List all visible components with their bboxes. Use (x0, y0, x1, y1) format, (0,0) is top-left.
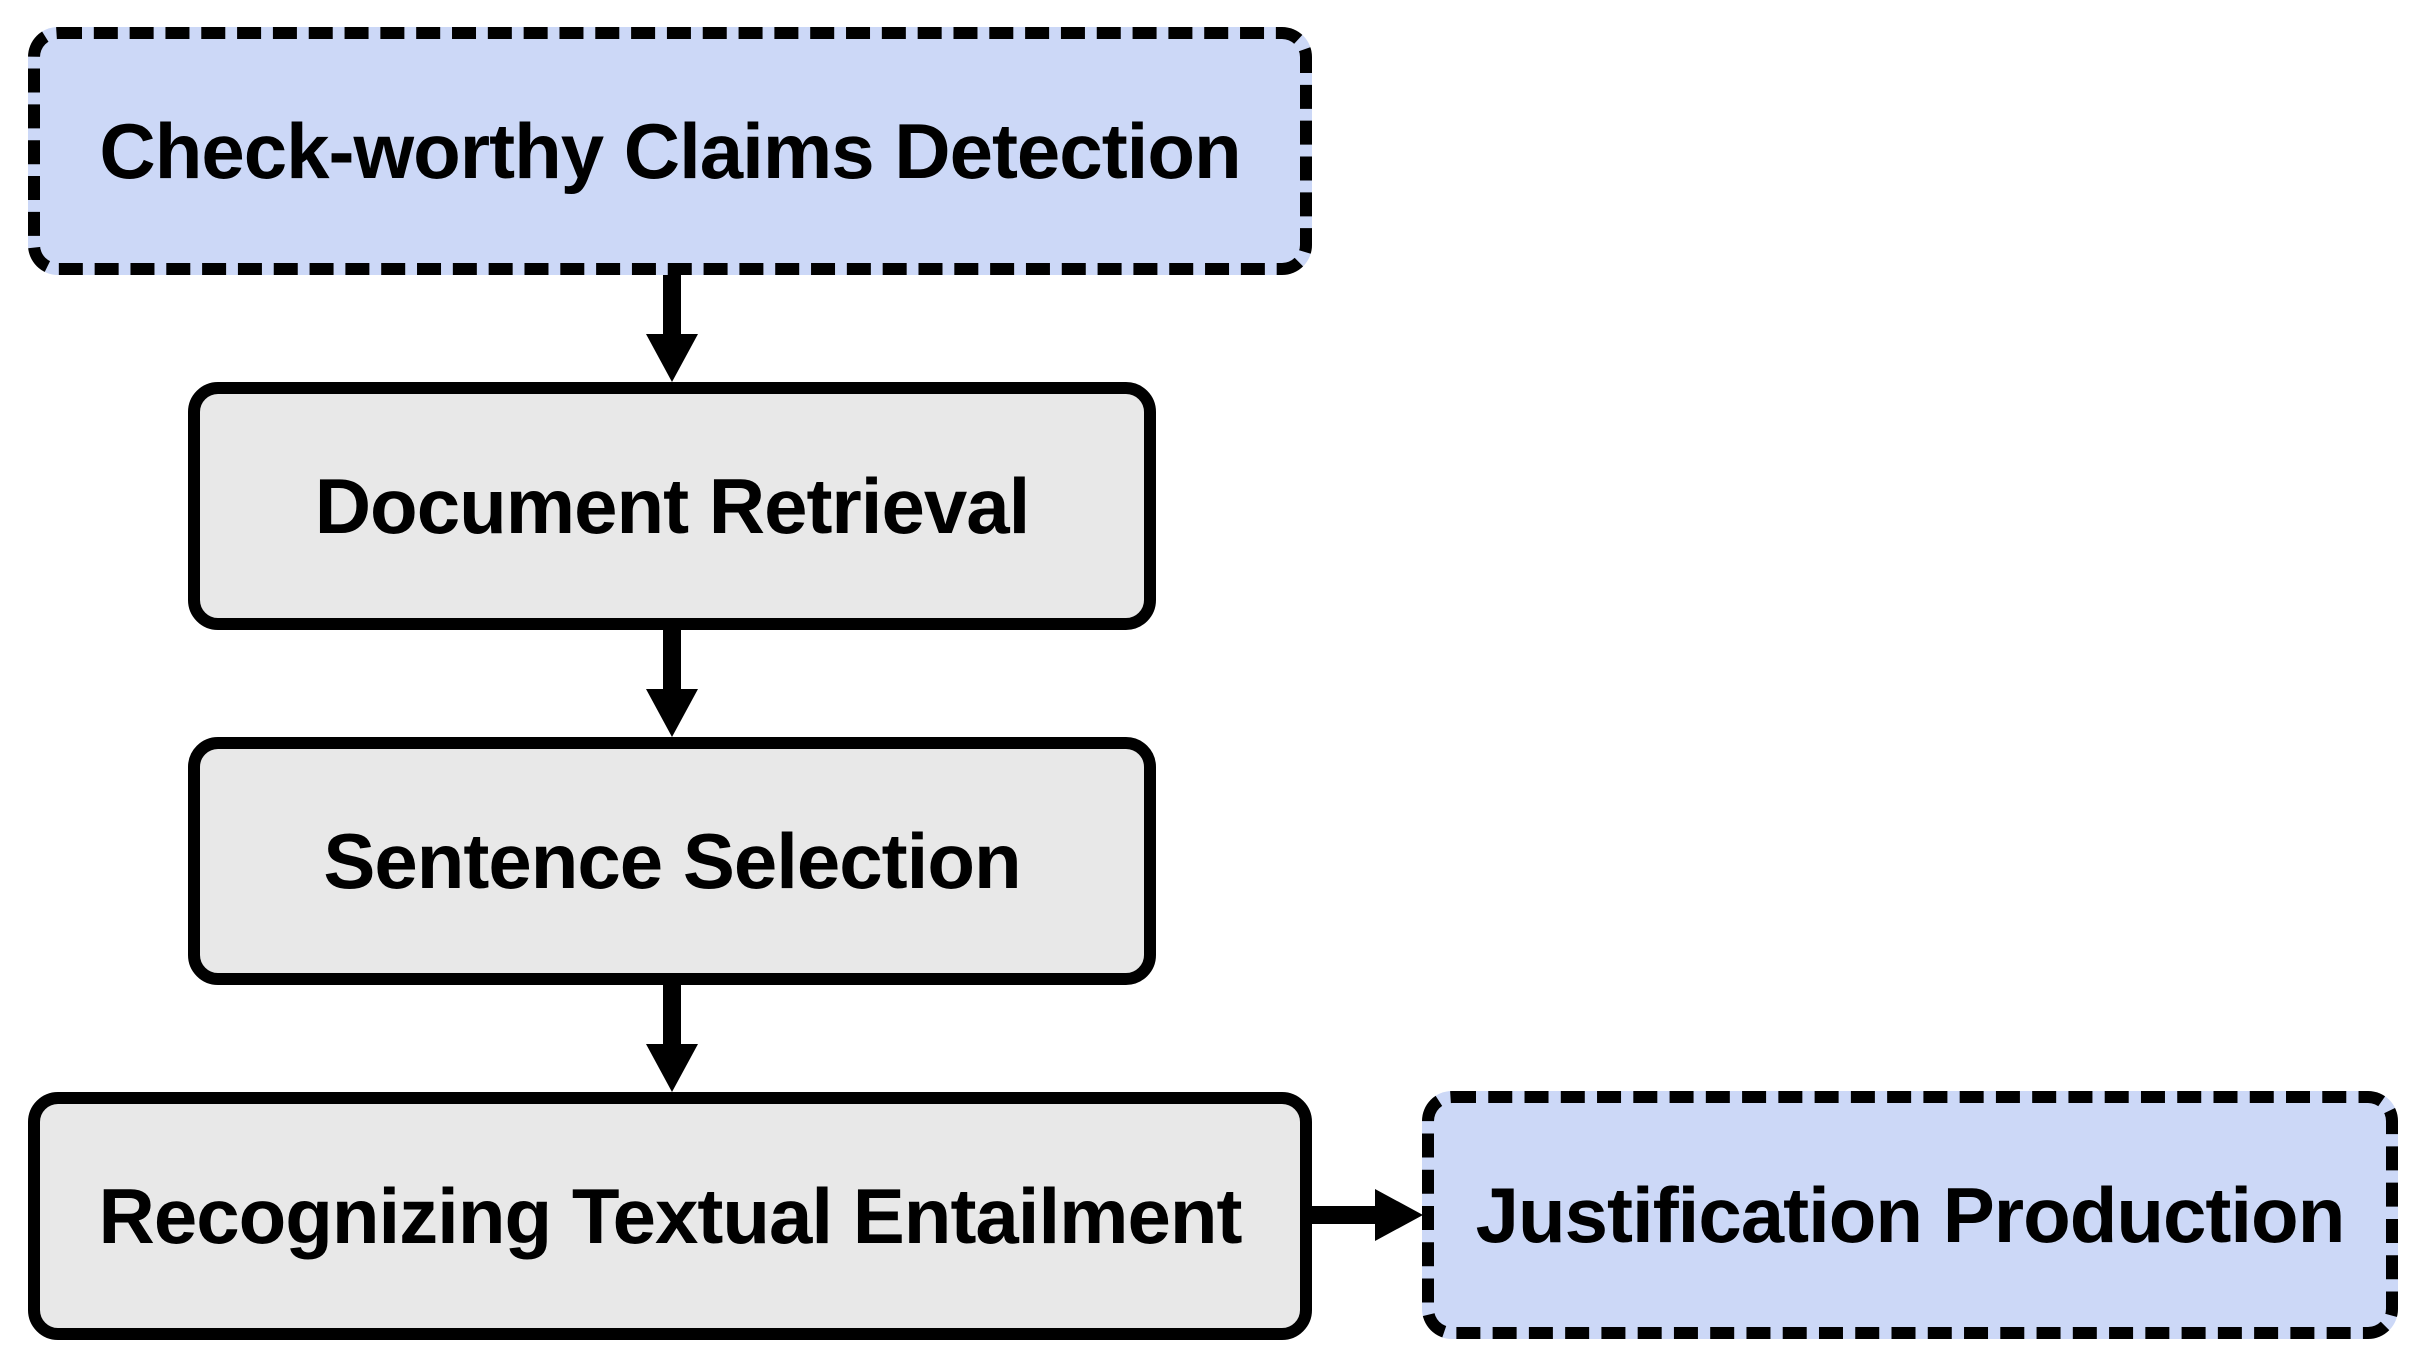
node-document-retrieval: Document Retrieval (188, 382, 1156, 630)
node-label: Sentence Selection (323, 816, 1021, 905)
node-justification-production: Justification Production (1422, 1091, 2398, 1339)
node-sentence-selection: Sentence Selection (188, 737, 1156, 985)
node-label: Justification Production (1475, 1170, 2346, 1259)
node-label: Document Retrieval (314, 461, 1031, 550)
arrow-shaft (663, 275, 681, 335)
node-label: Check-worthy Claims Detection (99, 106, 1241, 195)
arrow-head-down-icon (646, 689, 698, 737)
node-label: Recognizing Textual Entailment (98, 1171, 1242, 1260)
arrow-shaft (663, 630, 681, 690)
arrow-head-right-icon (1375, 1189, 1423, 1241)
arrow-head-down-icon (646, 1044, 698, 1092)
node-check-worthy-claims-detection: Check-worthy Claims Detection (28, 27, 1312, 275)
arrow-shaft (1305, 1206, 1376, 1224)
node-recognizing-textual-entailment: Recognizing Textual Entailment (28, 1092, 1312, 1340)
arrow-head-down-icon (646, 334, 698, 382)
arrow-shaft (663, 985, 681, 1045)
